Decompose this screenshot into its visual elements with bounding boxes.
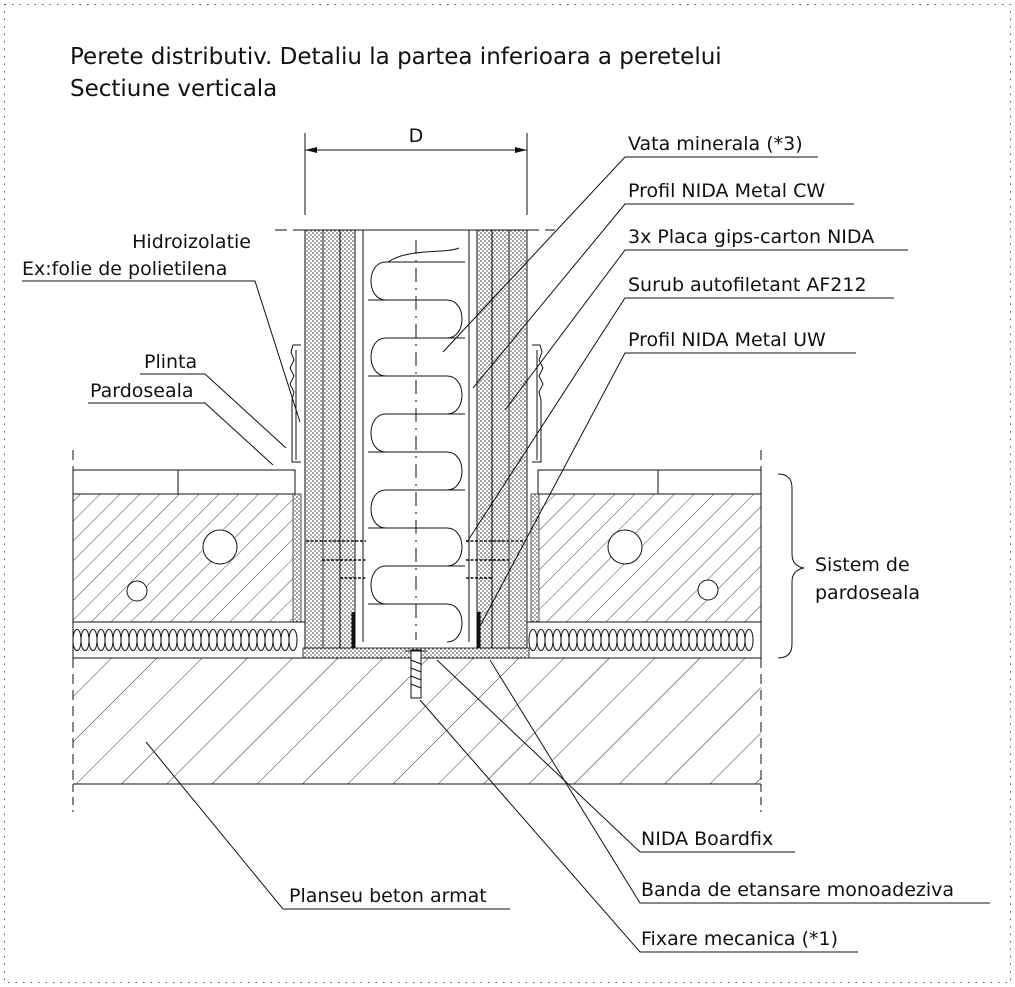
dimension-label: D [409, 125, 424, 147]
label-profil-uw: Profil NIDA Metal UW [478, 329, 856, 629]
dimension-d: D [304, 125, 528, 215]
svg-text:3x Placa gips-carton NIDA: 3x Placa gips-carton NIDA [628, 226, 874, 248]
label-boardfix: NIDA Boardfix [436, 659, 795, 853]
label-fixare: Fixare mecanica (*1) [419, 699, 858, 953]
svg-text:Surub autofiletant AF212: Surub autofiletant AF212 [628, 274, 867, 296]
title-line-2: Sectiune verticala [70, 76, 277, 102]
floor-insulation-right [526, 621, 762, 659]
label-sistem-pardoseala: Sistem de pardoseala [815, 554, 920, 604]
floor-system-right [530, 469, 762, 623]
svg-text:Sistem de: Sistem de [815, 554, 910, 576]
svg-text:pardoseala: pardoseala [815, 582, 920, 604]
screws-right [466, 540, 526, 579]
svg-text:Planseu beton armat: Planseu beton armat [289, 885, 487, 907]
label-placa: 3x Placa gips-carton NIDA [504, 226, 908, 411]
floor-insulation-left [72, 621, 306, 659]
label-vata: Vata minerala (*3) [442, 133, 818, 353]
svg-text:Profil NIDA Metal UW: Profil NIDA Metal UW [628, 329, 826, 351]
label-hidroizolatie: Hidroizolatie Ex:folie de polietilena [22, 231, 301, 423]
svg-text:Pardoseala: Pardoseala [90, 380, 194, 402]
screws-left [306, 540, 366, 579]
svg-text:Fixare mecanica (*1): Fixare mecanica (*1) [641, 928, 838, 950]
label-profil-cw: Profil NIDA Metal CW [472, 180, 854, 389]
label-banda: Banda de etansare monoadeziva [489, 659, 990, 904]
label-pardoseala: Pardoseala [88, 380, 274, 466]
title-line-1: Perete distributiv. Detaliu la partea in… [70, 44, 722, 70]
svg-text:Ex:folie de polietilena: Ex:folie de polietilena [22, 258, 227, 280]
svg-text:Vata minerala (*3): Vata minerala (*3) [628, 133, 803, 155]
svg-text:NIDA Boardfix: NIDA Boardfix [641, 828, 773, 850]
label-plinta: Plinta [140, 351, 287, 449]
floor-system-left [72, 469, 302, 623]
svg-text:Banda de etansare monoadeziva: Banda de etansare monoadeziva [641, 879, 954, 901]
svg-text:Profil NIDA Metal CW: Profil NIDA Metal CW [628, 180, 825, 202]
floor-system-brace [777, 473, 805, 659]
svg-text:Hidroizolatie: Hidroizolatie [132, 231, 251, 253]
label-planseu: Planseu beton armat [145, 741, 510, 910]
svg-text:Plinta: Plinta [144, 351, 197, 373]
label-surub: Surub autofiletant AF212 [466, 274, 894, 543]
partition-wall [275, 229, 555, 699]
skirting-right [532, 344, 544, 463]
skirting-left [289, 344, 301, 463]
drawing-frame [4, 4, 1011, 983]
